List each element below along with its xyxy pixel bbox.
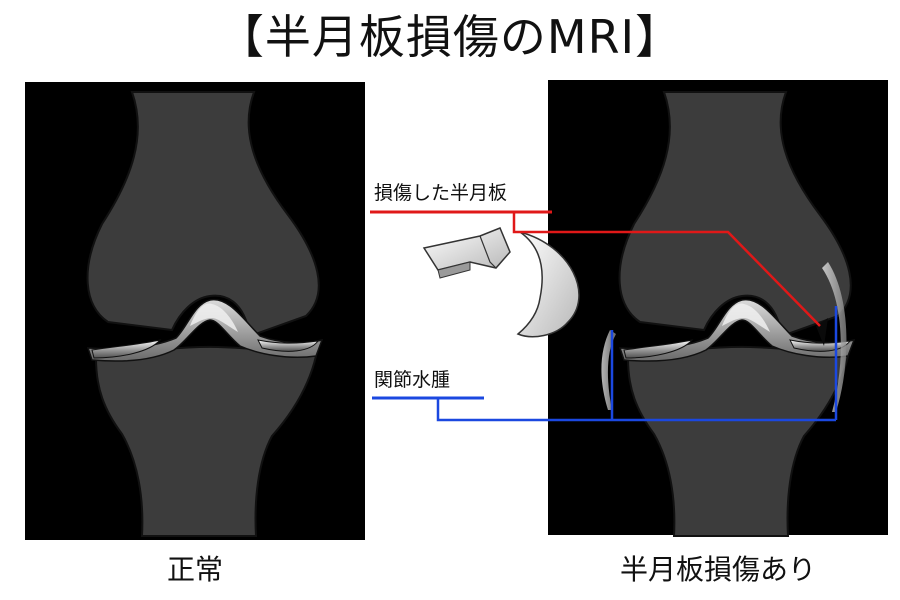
effusion-fluid-right — [822, 262, 847, 412]
caption-normal: 正常 — [166, 553, 223, 586]
joint-effusion-leader-line — [372, 306, 838, 422]
caption-injured: 半月板損傷あり — [619, 553, 816, 586]
mri-panel-injured — [548, 80, 888, 537]
damaged-meniscus-leader-line — [370, 210, 821, 327]
damaged-meniscus-label: 損傷した半月板 — [374, 182, 508, 204]
effusion-fluid-left — [601, 330, 616, 410]
joint-effusion-label: 関節水腫 — [374, 369, 451, 391]
page-title: 【半月板損傷のMRI】 — [217, 10, 683, 64]
meniscus-crescent-icon — [516, 231, 580, 338]
mri-panel-normal — [25, 82, 365, 540]
damaged-meniscus-fragment-icon — [422, 227, 511, 279]
